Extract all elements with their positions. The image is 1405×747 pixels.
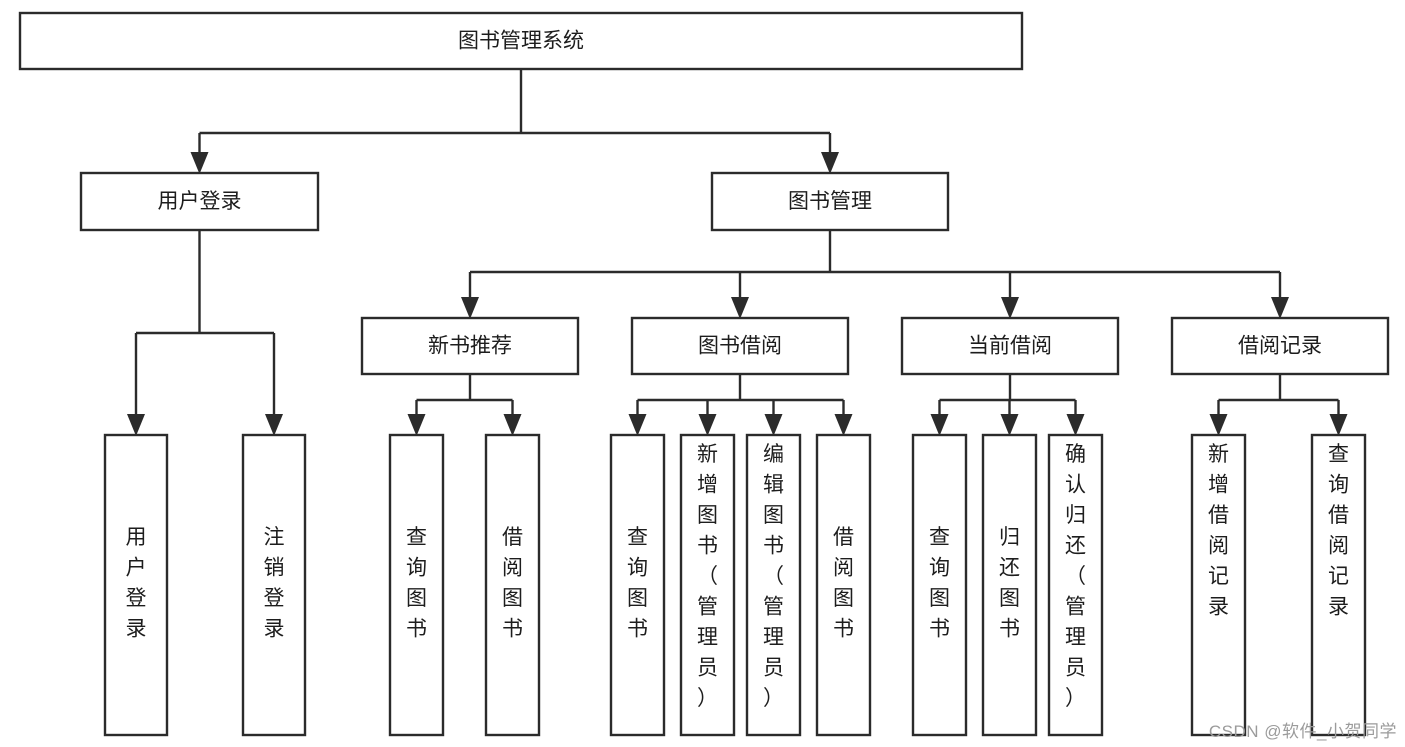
node-box-user-login: [79, 171, 320, 232]
node-query-borrow-record[interactable]: 查询借阅记录: [1310, 433, 1367, 737]
arrow-head-icon: [1271, 297, 1289, 319]
node-book-borrow[interactable]: 图书借阅: [630, 316, 850, 376]
arrow-head-icon: [407, 414, 426, 436]
node-box-borrow-book-1: [484, 433, 541, 737]
node-label-user-logout-action: 注销登录: [264, 526, 285, 641]
node-label-book-management: 图书管理: [788, 190, 872, 213]
node-box-query-book-2: [609, 433, 666, 737]
node-return-book[interactable]: 归还图书: [981, 433, 1038, 737]
arrow-head-icon: [503, 414, 522, 436]
node-box-user-login-action: [103, 433, 169, 737]
arrow-head-icon: [698, 414, 717, 436]
arrow-head-icon: [1001, 297, 1019, 319]
node-box-edit-book: [745, 433, 802, 737]
node-box-query-book-1: [388, 433, 445, 737]
connectors-layer: [127, 69, 1348, 436]
node-user-logout-action[interactable]: 注销登录: [241, 433, 307, 737]
arrow-head-icon: [764, 414, 783, 436]
node-box-borrow-book-2: [815, 433, 872, 737]
node-root[interactable]: 图书管理系统: [18, 11, 1024, 71]
node-user-login[interactable]: 用户登录: [79, 171, 320, 232]
node-book-management[interactable]: 图书管理: [710, 171, 950, 232]
node-box-borrow-record: [1170, 316, 1390, 376]
node-box-user-logout-action: [241, 433, 307, 737]
arrow-head-icon: [265, 414, 283, 436]
node-query-book-3[interactable]: 查询图书: [911, 433, 968, 737]
node-label-borrow-record: 借阅记录: [1238, 335, 1322, 358]
arrow-head-icon: [821, 152, 839, 174]
arrow-head-icon: [127, 414, 145, 436]
node-box-book-management: [710, 171, 950, 232]
node-current-borrow[interactable]: 当前借阅: [900, 316, 1120, 376]
node-box-root: [18, 11, 1024, 71]
node-query-book-1[interactable]: 查询图书: [388, 433, 445, 737]
node-label-user-login: 用户登录: [158, 190, 242, 213]
node-label-add-borrow-record: 新增借阅记录: [1208, 443, 1229, 619]
node-label-book-borrow: 图书借阅: [698, 335, 782, 358]
arrow-head-icon: [190, 152, 209, 174]
node-box-current-borrow: [900, 316, 1120, 376]
arrow-head-icon: [461, 297, 479, 319]
arrow-head-icon: [1329, 414, 1348, 436]
node-borrow-book-1[interactable]: 借阅图书: [484, 433, 541, 737]
node-label-confirm-return: 确认归还（管理员）: [1065, 443, 1086, 710]
node-label-add-book: 新增图书（管理员）: [697, 443, 718, 710]
node-box-query-book-3: [911, 433, 968, 737]
node-new-book-recommend[interactable]: 新书推荐: [360, 316, 580, 376]
node-box-confirm-return: [1047, 433, 1104, 737]
node-borrow-record[interactable]: 借阅记录: [1170, 316, 1390, 376]
node-label-query-book-3: 查询图书: [929, 526, 950, 641]
arrow-head-icon: [1000, 414, 1019, 436]
node-confirm-return[interactable]: 确认归还（管理员）: [1047, 433, 1104, 737]
node-label-current-borrow: 当前借阅: [968, 335, 1052, 358]
node-box-new-book-recommend: [360, 316, 580, 376]
arrow-head-icon: [628, 414, 647, 436]
node-label-query-book-1: 查询图书: [406, 526, 427, 641]
arrow-head-icon: [1209, 414, 1228, 436]
node-label-borrow-book-1: 借阅图书: [502, 526, 523, 641]
node-user-login-action[interactable]: 用户登录: [103, 433, 169, 737]
node-box-return-book: [981, 433, 1038, 737]
node-box-add-borrow-record: [1190, 433, 1247, 737]
node-label-query-book-2: 查询图书: [627, 526, 648, 641]
node-query-book-2[interactable]: 查询图书: [609, 433, 666, 737]
node-label-new-book-recommend: 新书推荐: [428, 335, 512, 358]
node-borrow-book-2[interactable]: 借阅图书: [815, 433, 872, 737]
nodes-layer: 图书管理系统用户登录图书管理新书推荐图书借阅当前借阅借阅记录用户登录注销登录查询…: [18, 11, 1390, 737]
node-label-user-login-action: 用户登录: [126, 526, 147, 641]
node-add-borrow-record[interactable]: 新增借阅记录: [1190, 433, 1247, 737]
node-box-query-borrow-record: [1310, 433, 1367, 737]
node-box-add-book: [679, 433, 736, 737]
arrow-head-icon: [1066, 414, 1085, 436]
node-edit-book[interactable]: 编辑图书（管理员）: [745, 433, 802, 737]
node-label-root: 图书管理系统: [458, 30, 584, 53]
watermark-text: CSDN @软件_小贺同学: [1208, 722, 1397, 741]
node-label-return-book: 归还图书: [999, 526, 1020, 641]
arrow-head-icon: [930, 414, 949, 436]
arrow-head-icon: [731, 297, 749, 319]
node-label-edit-book: 编辑图书（管理员）: [763, 443, 784, 710]
node-label-query-borrow-record: 查询借阅记录: [1328, 443, 1349, 619]
node-add-book[interactable]: 新增图书（管理员）: [679, 433, 736, 737]
node-label-borrow-book-2: 借阅图书: [833, 526, 854, 641]
arrow-head-icon: [834, 414, 853, 436]
node-box-book-borrow: [630, 316, 850, 376]
